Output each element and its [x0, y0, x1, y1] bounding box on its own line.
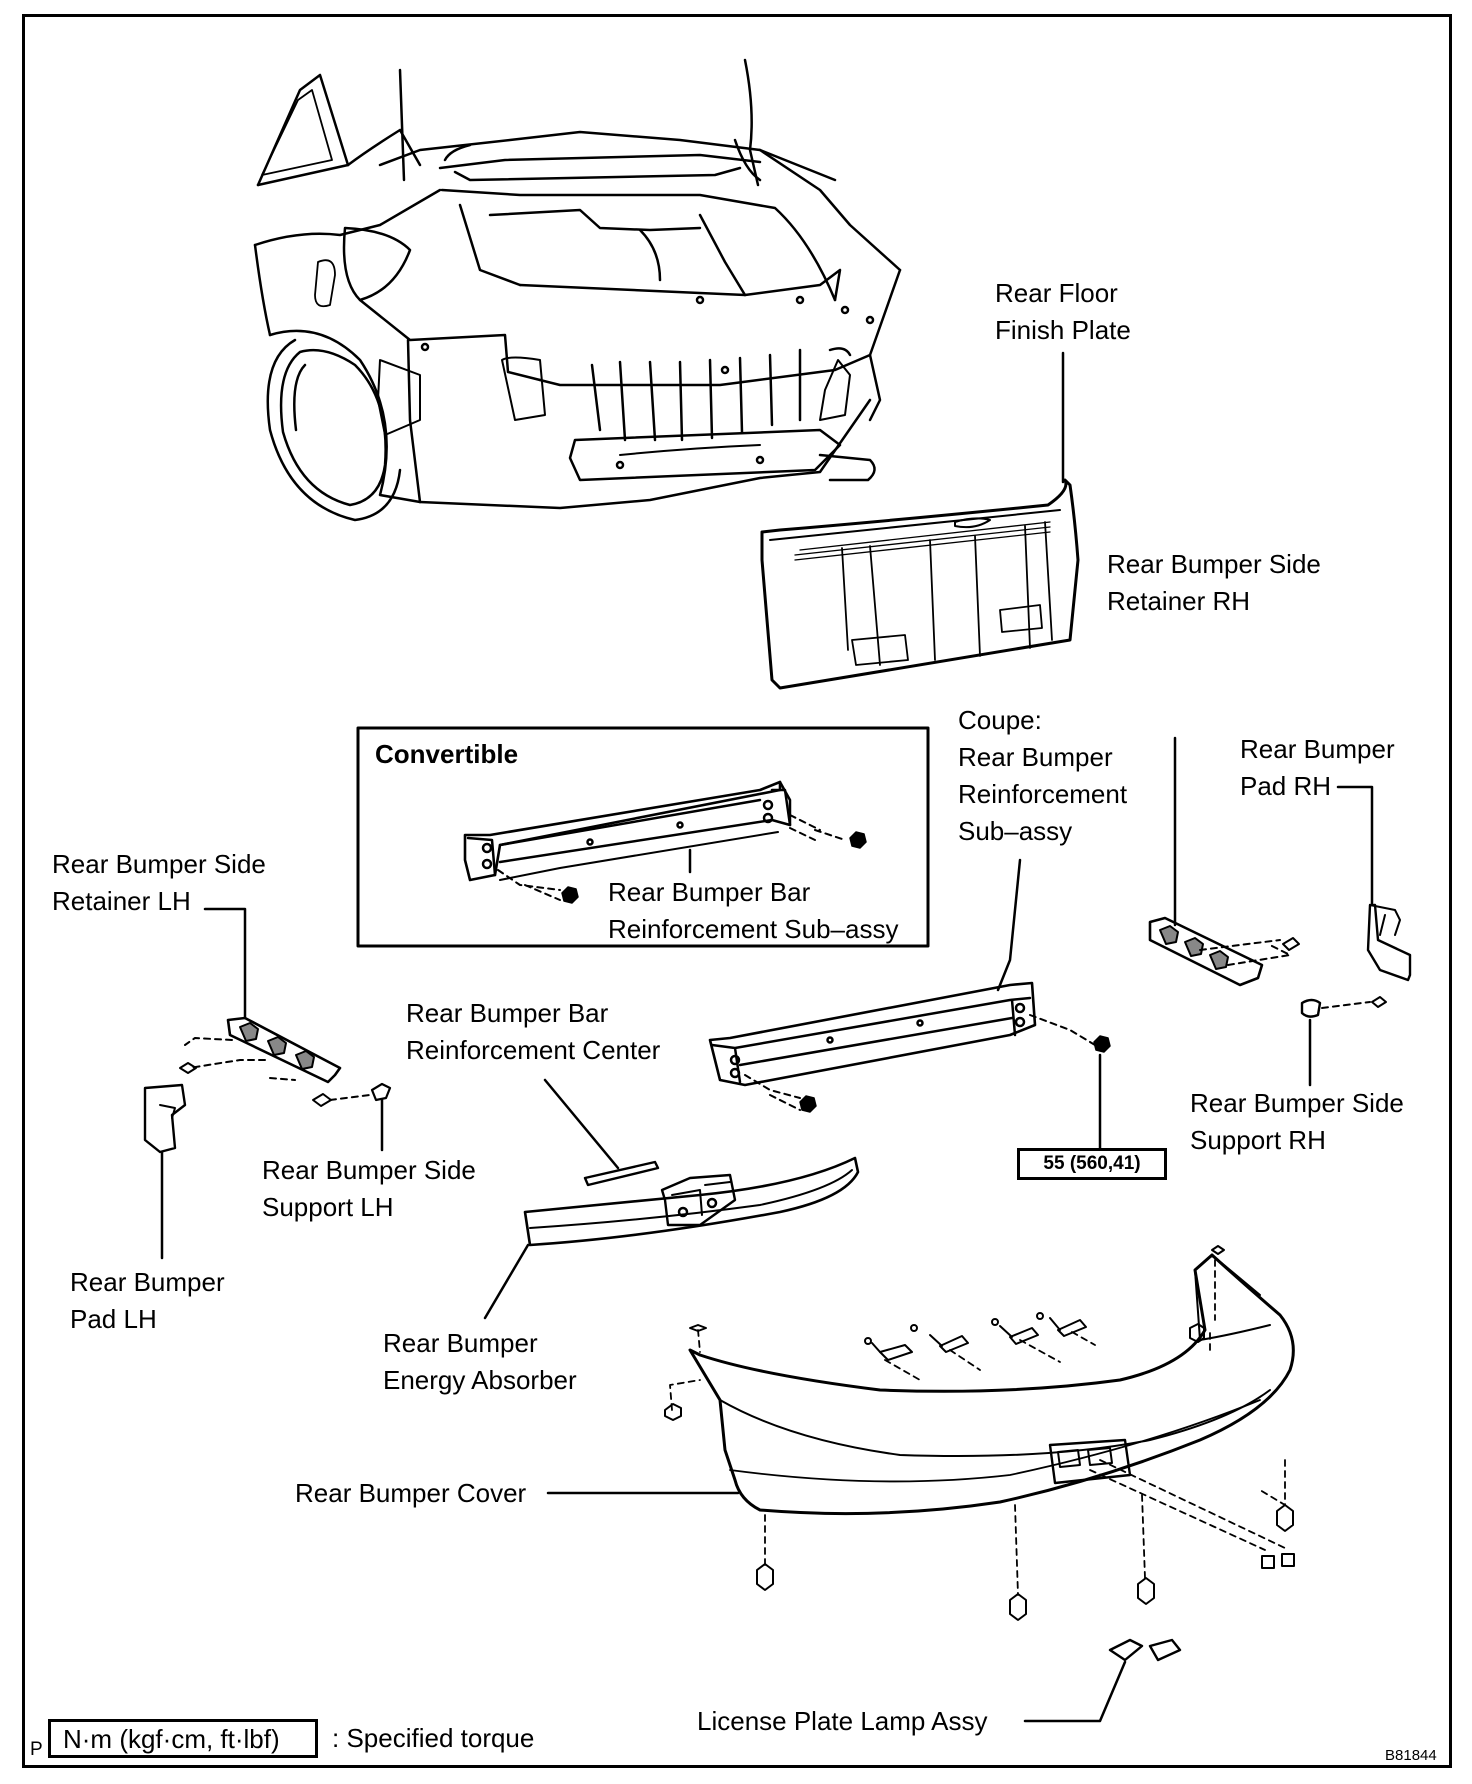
retainer-rh-bolt	[1282, 937, 1300, 951]
coupe-nut-right	[1093, 1035, 1111, 1053]
car-rear-body	[253, 58, 902, 522]
convertible-title: Convertible	[375, 739, 519, 769]
support-rh-bolt	[1371, 996, 1387, 1008]
energy-absorber-part	[523, 1156, 860, 1247]
torque-value-box: 55 (560,41)	[1017, 1148, 1167, 1180]
label-energy-absorber: Rear Bumper Energy Absorber	[383, 1325, 577, 1399]
label-line: Reinforcement Center	[406, 1035, 661, 1065]
license-plate-lamp-part	[1108, 1638, 1182, 1662]
label-rear-floor-finish-plate: Rear Floor Finish Plate	[995, 275, 1131, 349]
support-lh-bolt	[312, 1093, 332, 1107]
label-line: Rear Floor	[995, 278, 1118, 308]
label-bar-reinforcement-center: Rear Bumper Bar Reinforcement Center	[406, 995, 660, 1069]
label-coupe-reinforcement: Coupe: Rear Bumper Reinforcement Sub–ass…	[958, 702, 1127, 850]
side-retainer-rh-part	[1148, 916, 1264, 987]
label-line: Retainer LH	[52, 886, 191, 916]
label-line: Sub–assy	[958, 816, 1073, 846]
leader-retainer-lh	[203, 907, 247, 1020]
label-line: Support LH	[262, 1192, 394, 1222]
bar-reinforcement-center-part	[583, 1160, 660, 1187]
label-line: Finish Plate	[995, 315, 1131, 345]
coupe-nut-left	[799, 1095, 817, 1113]
label-line: Rear Bumper Side	[262, 1155, 476, 1185]
label-line: Rear Bumper Side	[1190, 1088, 1404, 1118]
label-line: Pad RH	[1240, 771, 1332, 801]
figure-id: B81844	[1385, 1747, 1437, 1764]
label-line: Rear Bumper	[383, 1328, 538, 1358]
label-side-retainer-lh: Rear Bumper Side Retainer LH	[52, 846, 266, 920]
torque-value: 55 (560,41)	[1043, 1153, 1141, 1174]
legend-units-box: N·m (kgf·cm, ft·lbf)	[48, 1719, 318, 1758]
leader-coupe	[996, 858, 1022, 992]
label-line: Rear Bumper Side	[52, 849, 266, 879]
leader-license-lamp	[1023, 1660, 1127, 1723]
label-pad-lh: Rear Bumper Pad LH	[70, 1264, 225, 1338]
bumper-clips	[664, 1245, 1295, 1621]
label-line: Reinforcement Sub–assy	[608, 914, 899, 944]
label-pad-rh: Rear Bumper Pad RH	[1240, 731, 1395, 805]
side-support-lh-part	[370, 1082, 392, 1102]
convertible-nut-right	[849, 831, 867, 849]
retainer-lh-bolt	[179, 1062, 197, 1074]
label-side-support-rh: Rear Bumper Side Support RH	[1190, 1085, 1404, 1159]
bumper-cover-part	[688, 1253, 1295, 1516]
label-line: Retainer RH	[1107, 586, 1251, 616]
corner-mark: P	[30, 1739, 43, 1760]
convertible-reinforcement-bar	[463, 780, 792, 882]
leader-pad-rh	[1336, 785, 1374, 905]
diagram-frame	[22, 14, 1452, 1768]
side-retainer-lh-part	[226, 1016, 342, 1084]
label-line: Rear Bumper	[958, 742, 1113, 772]
pad-rh-part	[1366, 903, 1412, 982]
label-line: Coupe:	[958, 705, 1042, 735]
convertible-box	[356, 726, 930, 948]
legend-description: : Specified torque	[332, 1723, 535, 1753]
side-support-rh-part	[1300, 998, 1322, 1018]
label-line: Rear Bumper	[1240, 734, 1395, 764]
label-side-retainer-rh: Rear Bumper Side Retainer RH	[1107, 546, 1321, 620]
label-line: Support RH	[1190, 1125, 1326, 1155]
label-bumper-cover: Rear Bumper Cover	[295, 1478, 527, 1508]
pad-lh-part	[143, 1083, 187, 1154]
leader-energy-absorber	[483, 1243, 530, 1320]
label-line: Rear Bumper Bar	[608, 877, 811, 907]
label-bar-reinforcement-subassy: Rear Bumper Bar Reinforcement Sub–assy	[608, 874, 898, 948]
label-license-plate-lamp: License Plate Lamp Assy	[697, 1706, 988, 1736]
leader-bar-center	[543, 1078, 620, 1170]
label-line: Pad LH	[70, 1304, 157, 1334]
rear-floor-finish-plate-part	[760, 478, 1080, 690]
label-line: Rear Bumper	[70, 1267, 225, 1297]
label-line: Rear Bumper Side	[1107, 549, 1321, 579]
label-line: Energy Absorber	[383, 1365, 577, 1395]
label-line: Reinforcement	[958, 779, 1128, 809]
label-side-support-lh: Rear Bumper Side Support LH	[262, 1152, 476, 1226]
label-line: Rear Bumper Bar	[406, 998, 609, 1028]
convertible-nut-left	[561, 886, 579, 904]
coupe-reinforcement-bar	[708, 981, 1037, 1087]
legend-units: N·m (kgf·cm, ft·lbf)	[63, 1724, 280, 1754]
